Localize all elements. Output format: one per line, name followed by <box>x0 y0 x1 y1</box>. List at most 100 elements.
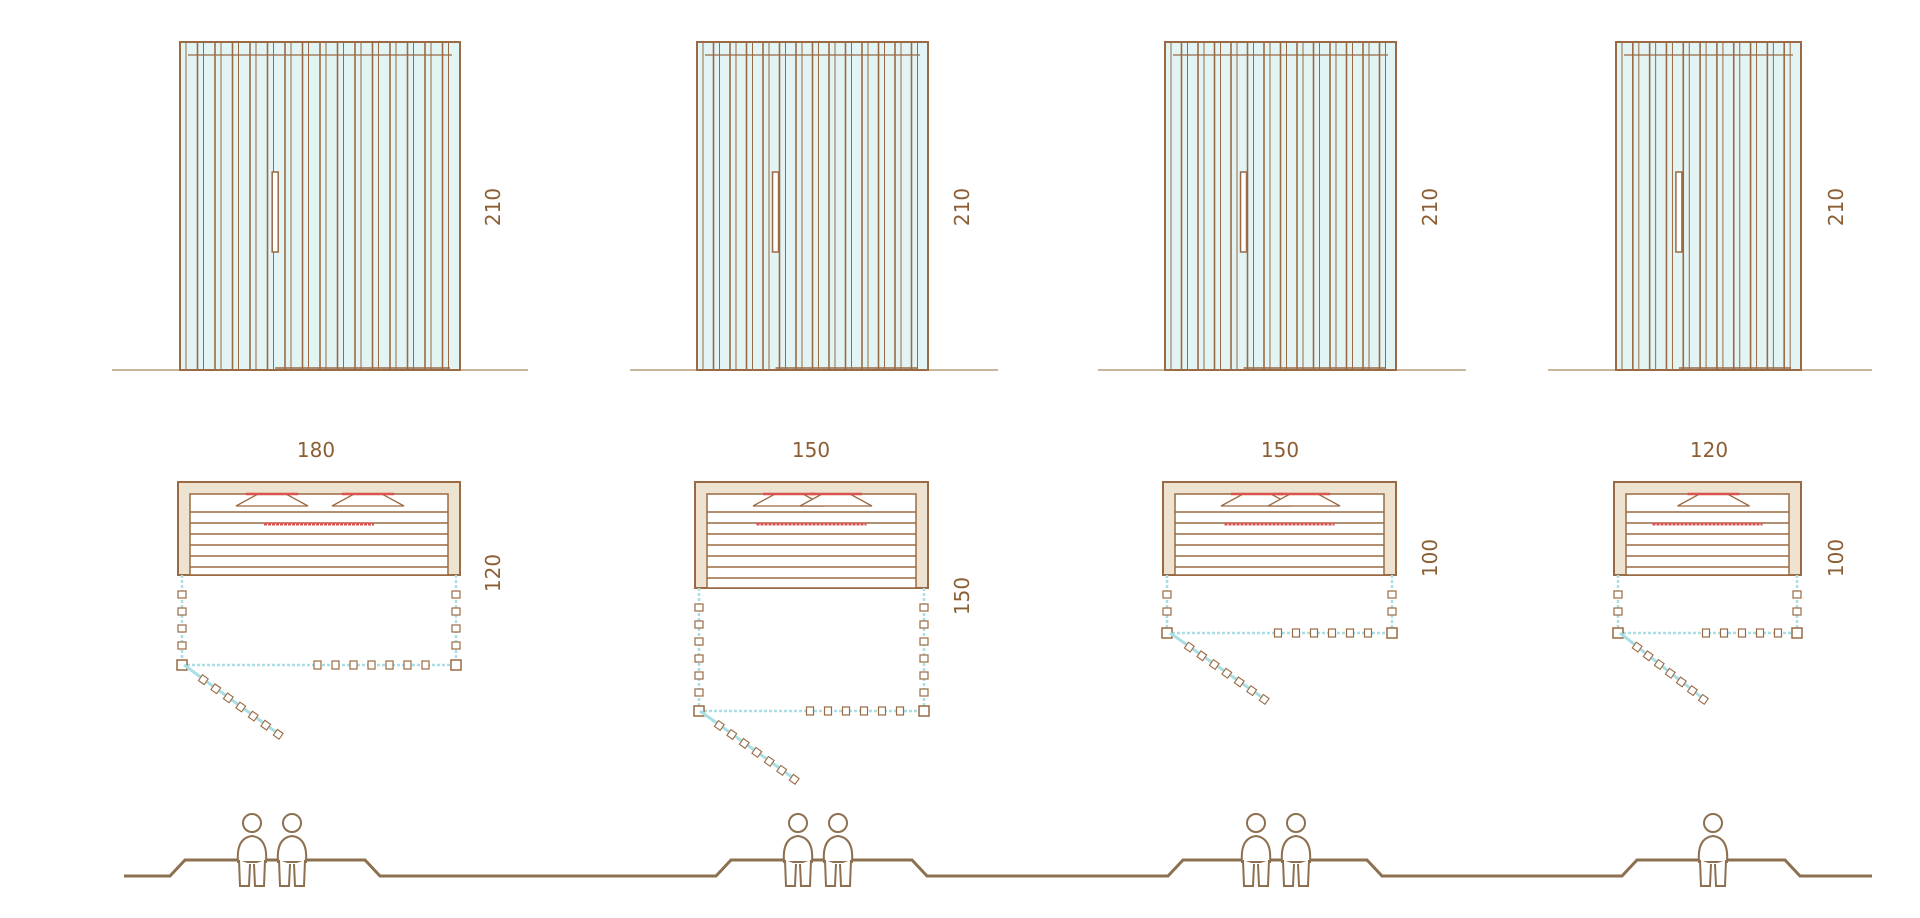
glass-clip <box>177 641 187 650</box>
corner-post <box>693 705 705 717</box>
glass-clip <box>919 671 929 680</box>
door-hinge <box>1675 676 1687 688</box>
person-head <box>1286 813 1306 833</box>
glass-clip <box>694 603 704 612</box>
person-torso <box>1697 834 1729 863</box>
glass-clip <box>177 590 187 599</box>
width-label-2: 150 <box>792 438 830 462</box>
door-hinge <box>1258 693 1270 705</box>
plan-3 <box>1161 481 1398 705</box>
person-head <box>788 813 808 833</box>
glass-clip <box>451 590 461 599</box>
person-torso <box>276 834 308 863</box>
front-clip <box>895 706 905 716</box>
door-hinge <box>1183 641 1195 653</box>
front-clip <box>859 706 869 716</box>
height-label-2: 210 <box>950 188 974 226</box>
person-legs <box>784 859 812 887</box>
width-label-1: 180 <box>297 438 335 462</box>
door-hinge <box>738 737 750 750</box>
front-clip <box>313 660 322 670</box>
glass-clip <box>1613 590 1623 599</box>
glass-clip <box>1162 607 1172 616</box>
width-label-3: 150 <box>1261 438 1299 462</box>
person-legs <box>278 859 306 887</box>
height-label-4: 210 <box>1824 188 1848 226</box>
person-torso <box>782 834 814 863</box>
glass-clip <box>177 624 187 633</box>
depth-label-3: 100 <box>1418 539 1442 577</box>
door-hinge <box>235 701 247 713</box>
front-clip <box>367 660 376 670</box>
door-hinge <box>1246 685 1258 697</box>
front-clip <box>1773 628 1783 638</box>
door-hinge <box>1631 641 1643 653</box>
person-torso <box>236 834 268 863</box>
glass-clip <box>694 671 704 680</box>
seated-person-1-2 <box>276 813 308 887</box>
door-handle <box>1675 171 1683 253</box>
front-clip <box>1309 628 1319 638</box>
door-handle <box>771 171 780 253</box>
door-hinge <box>788 773 800 785</box>
seated-person-1-1 <box>236 813 268 887</box>
corner-post <box>1612 627 1624 639</box>
plan-4 <box>1612 481 1803 705</box>
corner-post <box>918 705 930 717</box>
corner-post <box>1791 627 1803 639</box>
glass-clip <box>451 607 461 616</box>
door-hinge <box>260 719 272 731</box>
person-head <box>1246 813 1266 833</box>
glass-clip <box>694 654 704 663</box>
door-handle <box>1239 171 1248 253</box>
front-clip <box>331 660 340 670</box>
door-hinge <box>1642 650 1654 662</box>
height-label-1: 210 <box>481 188 505 226</box>
front-clip <box>403 660 412 670</box>
person-torso <box>1280 834 1312 863</box>
front-clip <box>1737 628 1747 638</box>
glass-clip <box>1162 590 1172 599</box>
front-clip <box>1755 628 1765 638</box>
corner-post <box>176 659 188 671</box>
front-clip <box>349 660 358 670</box>
door-hinge <box>776 764 788 776</box>
width-label-4: 120 <box>1690 438 1728 462</box>
seated-person-2-1 <box>782 813 814 887</box>
person-head <box>1703 813 1723 833</box>
door-hinge <box>210 683 222 695</box>
glass-clip <box>1613 607 1623 616</box>
glass-clip <box>919 603 929 612</box>
person-head <box>828 813 848 833</box>
glass-clip <box>919 637 929 646</box>
glass-clip <box>919 620 929 629</box>
plan-1 <box>176 481 462 740</box>
depth-label-2: 150 <box>950 577 974 615</box>
floor-profile-line <box>124 858 1872 878</box>
plan-2 <box>693 481 930 785</box>
front-clip <box>841 706 851 716</box>
corner-post <box>450 659 462 671</box>
glass-clip <box>451 641 461 650</box>
front-clip <box>1701 628 1711 638</box>
seated-person-4-1 <box>1697 813 1729 887</box>
front-clip <box>1273 628 1283 638</box>
elevation-3 <box>1098 41 1466 371</box>
elevation-4 <box>1548 41 1872 371</box>
door-hinge <box>1653 658 1665 671</box>
front-clip <box>385 660 394 670</box>
door-hinge <box>713 719 725 732</box>
glass-clip <box>919 688 929 697</box>
dimension-labels: 210 210 210 210 180 150 150 120 120 150 … <box>297 188 1848 615</box>
seating-profile <box>124 813 1872 887</box>
person-legs <box>1282 859 1310 887</box>
glass-clip <box>1792 607 1802 616</box>
glass-clip <box>451 624 461 633</box>
person-legs <box>1699 859 1727 887</box>
person-head <box>242 813 262 833</box>
front-clip <box>1363 628 1373 638</box>
height-label-3: 210 <box>1418 188 1442 226</box>
door-hinge <box>222 692 234 704</box>
front-clip <box>421 660 430 670</box>
